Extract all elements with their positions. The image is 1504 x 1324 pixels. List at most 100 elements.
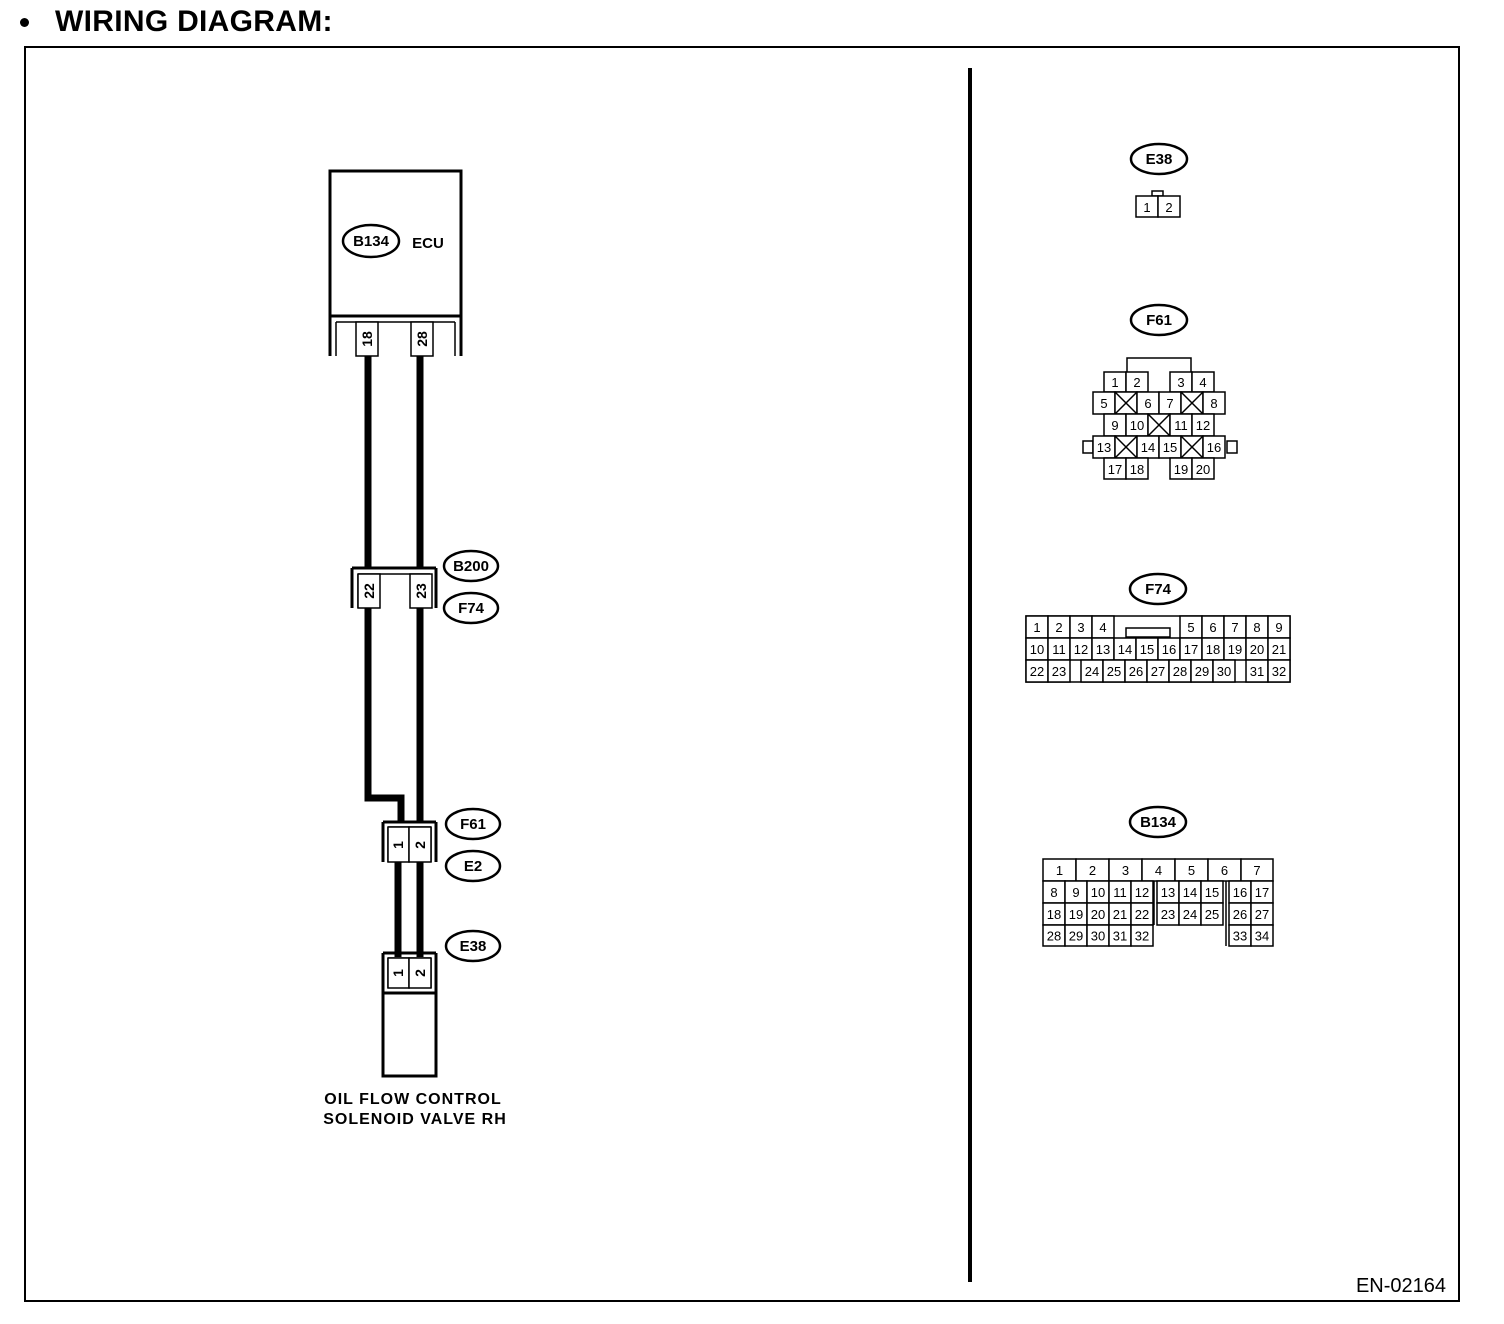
page-heading: WIRING DIAGRAM: xyxy=(14,2,333,42)
b134-view-tag xyxy=(1128,805,1188,839)
valve-pin-2 xyxy=(408,957,432,989)
f61-view-pin: 11 xyxy=(1174,418,1188,433)
f74-pin-label: 30 xyxy=(1217,664,1231,679)
ecu-pin-18-label: 18 xyxy=(359,331,375,347)
f74-pin-label: 18 xyxy=(1206,642,1220,657)
f74-pin-label: 25 xyxy=(1107,664,1121,679)
b134-pin-label: 22 xyxy=(1135,907,1149,922)
harness-wires xyxy=(364,356,424,957)
b134-pin-label: 9 xyxy=(1072,885,1079,900)
b134-pin-cell xyxy=(1200,902,1224,926)
b134-pin-label: 30 xyxy=(1091,929,1105,944)
connector-view-f61: F61 1 2 3 4 5 6 7 8 9 10 11 12 xyxy=(1082,303,1238,480)
b134-view-label: B134 xyxy=(1140,814,1177,831)
b134-pin-label: 25 xyxy=(1205,907,1219,922)
valve-caption-line2: SOLENOID VALVE RH xyxy=(323,1111,507,1128)
wire-f74-22 xyxy=(364,608,405,825)
valve-body xyxy=(381,991,438,1078)
figure-code: EN-02164 xyxy=(1356,1275,1446,1297)
b134-pin-label: 24 xyxy=(1183,907,1197,922)
ecu-unit: B134 ECU 18 28 xyxy=(328,169,463,357)
f74-pin-label: 26 xyxy=(1129,664,1143,679)
b134-pin-label: 27 xyxy=(1255,907,1269,922)
b134-pin-label: 34 xyxy=(1255,929,1269,944)
f74-label: F74 xyxy=(458,600,485,617)
f74-pin-label: 1 xyxy=(1033,620,1040,635)
b134-pin-label: 4 xyxy=(1155,863,1162,878)
f61-view-pin: 10 xyxy=(1130,418,1144,433)
f74-pin-label: 19 xyxy=(1228,642,1242,657)
valve-pin-1-label: 1 xyxy=(390,969,406,977)
ecu-pin-28-label: 28 xyxy=(414,331,430,347)
f61-view-pin: 19 xyxy=(1174,462,1188,477)
b134-pin-label: 20 xyxy=(1091,907,1105,922)
e38-view-label: E38 xyxy=(1146,151,1173,168)
b134-pin-label: 15 xyxy=(1205,885,1219,900)
f74-pin-label: 9 xyxy=(1275,620,1282,635)
blank-pin-icon xyxy=(1147,413,1171,437)
page-title: WIRING DIAGRAM: xyxy=(55,5,333,38)
b134-pin-label: 21 xyxy=(1113,907,1127,922)
valve-pin-2-label: 2 xyxy=(412,969,428,977)
f74-pin-label: 31 xyxy=(1250,664,1264,679)
f74-pin-label: 10 xyxy=(1030,642,1044,657)
f61-view-tag xyxy=(1129,303,1189,337)
b134-pin-label: 18 xyxy=(1047,907,1061,922)
f74-view-tag xyxy=(1128,572,1188,606)
b134-pin-label: 8 xyxy=(1050,885,1057,900)
e38-view-pin: 1 xyxy=(1143,200,1150,215)
f74-pin-label: 7 xyxy=(1231,620,1238,635)
f74-pin-label: 12 xyxy=(1074,642,1088,657)
blank-pin-icon xyxy=(1114,435,1138,459)
ecu-body xyxy=(328,169,463,318)
f74-pin-label: 21 xyxy=(1272,642,1286,657)
mid-pin-23-label: 23 xyxy=(413,583,429,599)
f74-pin-cell xyxy=(1267,659,1291,683)
f61-view-pin: 5 xyxy=(1100,396,1107,411)
ecu-connector-tag xyxy=(341,223,401,259)
connector-view-e38: E38 1 2 xyxy=(1129,142,1189,218)
mid-pin-23 xyxy=(409,573,433,609)
f61-tag xyxy=(444,807,502,841)
f74-pin-label: 11 xyxy=(1052,642,1066,657)
f74-pin-label: 29 xyxy=(1195,664,1209,679)
ecu-connector-label: B134 xyxy=(353,233,390,250)
blank-pin-icon xyxy=(1114,391,1138,415)
b200-tag xyxy=(442,549,500,583)
f61-view-pin: 13 xyxy=(1097,440,1111,455)
e2-label: E2 xyxy=(464,858,482,875)
f61-view-pin: 2 xyxy=(1133,375,1140,390)
b134-pin-label: 26 xyxy=(1233,907,1247,922)
b134-pin-label: 33 xyxy=(1233,929,1247,944)
b134-pin-label: 5 xyxy=(1188,863,1195,878)
b134-pin-label: 11 xyxy=(1113,885,1127,900)
f74-pin-label: 4 xyxy=(1099,620,1106,635)
f74-pin-label: 8 xyxy=(1253,620,1260,635)
f61-view-pin: 6 xyxy=(1144,396,1151,411)
b134-pin-label: 16 xyxy=(1233,885,1247,900)
f61-view-pin: 14 xyxy=(1141,440,1155,455)
f61-label: F61 xyxy=(460,816,486,833)
f61-view-pin: 9 xyxy=(1111,418,1118,433)
f74-pin-label: 14 xyxy=(1118,642,1132,657)
e38-view-tag xyxy=(1129,142,1189,176)
bullet-icon xyxy=(20,17,29,27)
f74-pin-label: 27 xyxy=(1151,664,1165,679)
f74-tag xyxy=(442,591,500,625)
b134-pin-label: 6 xyxy=(1221,863,1228,878)
b134-pin-label: 10 xyxy=(1091,885,1105,900)
b134-pin-label: 29 xyxy=(1069,929,1083,944)
mid-pin-22-label: 22 xyxy=(361,583,377,599)
b134-pin-label: 13 xyxy=(1161,885,1175,900)
f61-view-pin: 17 xyxy=(1108,462,1122,477)
b134-pin-label: 3 xyxy=(1122,863,1129,878)
f61-view-pin: 7 xyxy=(1166,396,1173,411)
f74-pin-label: 17 xyxy=(1184,642,1198,657)
b134-pin-label: 23 xyxy=(1161,907,1175,922)
valve-caption-line1: OIL FLOW CONTROL xyxy=(324,1091,501,1108)
blank-pin-icon xyxy=(1180,391,1204,415)
f74-pin-label: 20 xyxy=(1250,642,1264,657)
